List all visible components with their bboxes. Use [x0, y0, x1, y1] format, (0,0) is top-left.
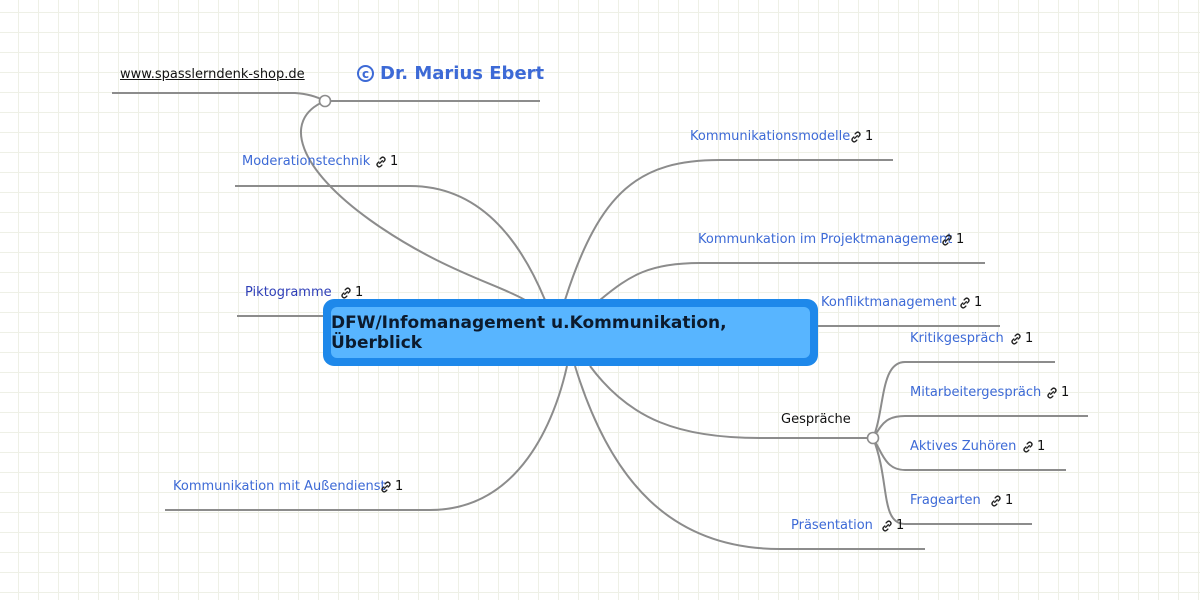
link-icon — [851, 131, 861, 143]
attachment-kommunikationsmodelle[interactable]: 1 — [849, 129, 873, 145]
attachment-count: 1 — [956, 232, 965, 247]
link-icon — [991, 495, 1001, 507]
attachment-piktogramme[interactable]: 1 — [339, 285, 363, 301]
link-icon — [942, 234, 952, 246]
attachment-count: 1 — [390, 154, 399, 169]
link-icon — [376, 156, 386, 168]
link-icon — [960, 297, 970, 309]
credit-name: Dr. Marius Ebert — [380, 63, 545, 84]
topic-kommunikationsmodelle[interactable]: Kommunikationsmodelle — [690, 129, 851, 144]
link-icon — [882, 520, 892, 532]
subtopic-aktives-zuhoeren[interactable]: Aktives Zuhören — [910, 439, 1017, 454]
attachment-mitarbeitergespraech[interactable]: 1 — [1045, 385, 1069, 401]
attachment-count: 1 — [1005, 493, 1014, 508]
weblink[interactable]: www.spasslerndenk-shop.de — [120, 67, 305, 82]
collapse-handle-credit — [318, 94, 332, 108]
attachment-count: 1 — [896, 518, 905, 533]
attachment-count: 1 — [1061, 385, 1070, 400]
link-icon — [381, 481, 391, 493]
attachment-count: 1 — [1037, 439, 1046, 454]
attachment-praesentation[interactable]: 1 — [880, 518, 904, 534]
attachment-fragearten[interactable]: 1 — [989, 493, 1013, 509]
subtopic-mitarbeitergespraech[interactable]: Mitarbeitergespräch — [910, 385, 1042, 400]
topic-gespraeche[interactable]: Gespräche — [781, 412, 851, 427]
subtopic-kritikgespraech[interactable]: Kritikgespräch — [910, 331, 1004, 346]
central-topic[interactable]: DFW/Infomanagement u.Kommunikation, Über… — [323, 299, 818, 366]
link-icon — [1023, 441, 1033, 453]
topic-projektmanagement[interactable]: Kommunkation im Projektmanagement — [698, 232, 953, 247]
attachment-count: 1 — [1025, 331, 1034, 346]
attachment-projektmanagement[interactable]: 1 — [940, 232, 964, 248]
topic-kommunikation-aussendienst[interactable]: Kommunikation mit Außendienst — [173, 479, 386, 494]
topic-piktogramme[interactable]: Piktogramme — [245, 285, 332, 300]
attachment-count: 1 — [395, 479, 404, 494]
attachment-aussendienst[interactable]: 1 — [379, 479, 403, 495]
attachment-aktives-zuhoeren[interactable]: 1 — [1021, 439, 1045, 455]
link-icon — [1047, 387, 1057, 399]
link-icon — [1011, 333, 1021, 345]
attachment-kritikgespraech[interactable]: 1 — [1009, 331, 1033, 347]
topic-konfliktmanagement[interactable]: Konfliktmanagement — [821, 295, 957, 310]
attachment-count: 1 — [865, 129, 874, 144]
topic-moderationstechnik[interactable]: Moderationstechnik — [242, 154, 371, 169]
link-icon — [341, 287, 351, 299]
attachment-count: 1 — [974, 295, 983, 310]
attachment-konfliktmanagement[interactable]: 1 — [958, 295, 982, 311]
copyright-icon: c — [357, 65, 374, 82]
subtopic-fragearten[interactable]: Fragearten — [910, 493, 981, 508]
topic-praesentation[interactable]: Präsentation — [791, 518, 873, 533]
central-topic-label: DFW/Infomanagement u.Kommunikation, Über… — [331, 307, 810, 358]
credit-label: c Dr. Marius Ebert — [357, 63, 544, 84]
collapse-handle-gespraeche — [866, 431, 880, 445]
attachment-count: 1 — [355, 285, 364, 300]
attachment-moderationstechnik[interactable]: 1 — [374, 154, 398, 170]
